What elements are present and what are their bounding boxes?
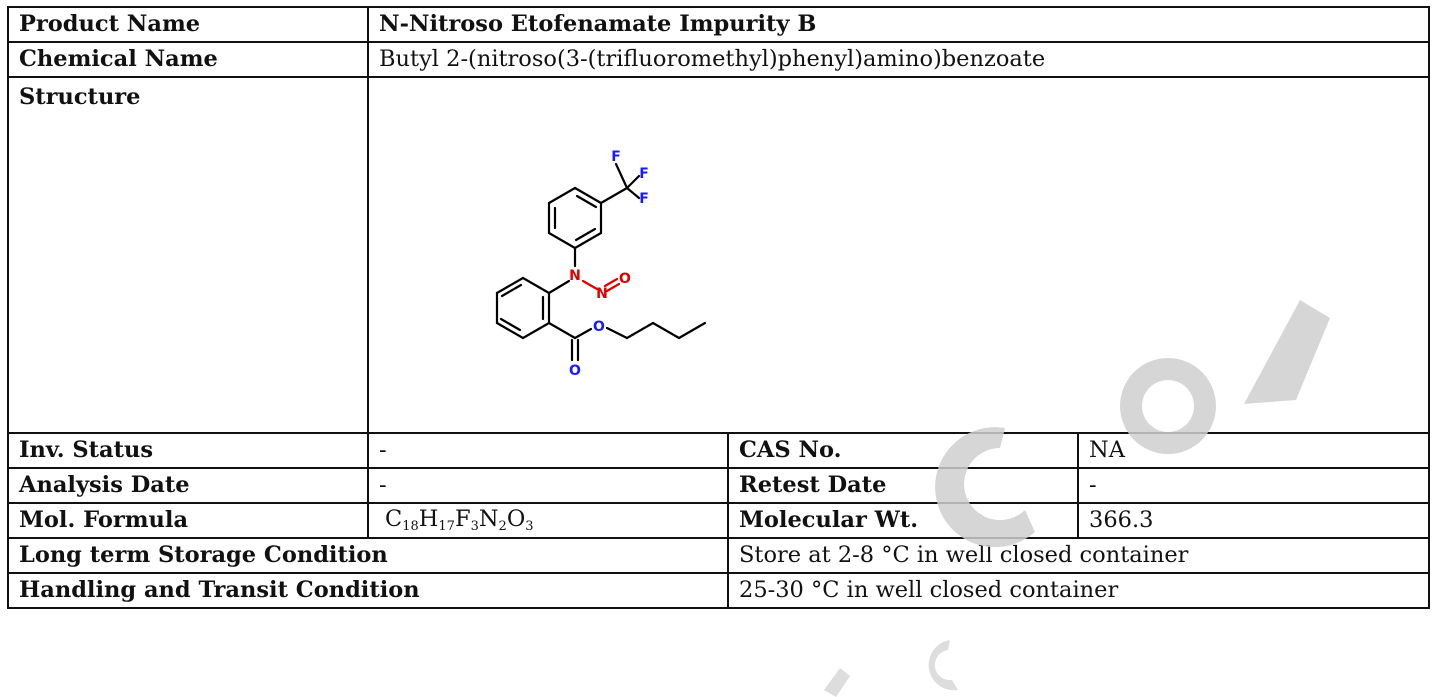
inv-status-row: Inv. Status - CAS No. NA <box>7 432 1430 469</box>
atom-fluorine-3: F <box>639 191 649 207</box>
product-name-value: N-Nitroso Etofenamate Impurity B <box>367 6 1430 43</box>
mol-formula-label: Mol. Formula <box>7 502 369 539</box>
structure-label: Structure <box>7 76 369 434</box>
chemical-name-label: Chemical Name <box>7 41 369 78</box>
atom-fluorine-2: F <box>639 166 649 182</box>
inv-status-label: Inv. Status <box>7 432 369 469</box>
cas-label: CAS No. <box>727 432 1079 469</box>
atom-oxygen-nitroso: O <box>619 271 631 287</box>
handling-row: Handling and Transit Condition 25-30 °C … <box>7 572 1430 609</box>
handling-condition-value: 25-30 °C in well closed container <box>727 572 1430 609</box>
retest-date-value: - <box>1077 467 1430 504</box>
mol-formula-value: C18H17F3N2O3 <box>367 502 729 539</box>
handling-condition-label: Handling and Transit Condition <box>7 572 729 609</box>
storage-row: Long term Storage Condition Store at 2-8… <box>7 537 1430 574</box>
formula-row: Mol. Formula C18H17F3N2O3 Molecular Wt. … <box>7 502 1430 539</box>
analysis-date-label: Analysis Date <box>7 467 369 504</box>
product-spec-table: Product Name N-Nitroso Etofenamate Impur… <box>7 6 1430 609</box>
chemical-structure-image: F F F N N O O O <box>495 149 707 379</box>
atom-nitrogen-amine: N <box>569 268 581 284</box>
chemical-name-row: Chemical Name Butyl 2-(nitroso(3-(triflu… <box>7 41 1430 78</box>
analysis-date-value: - <box>367 467 729 504</box>
atom-oxygen-carbonyl: O <box>569 363 581 379</box>
structure-cell: F F F N N O O O <box>367 76 1430 434</box>
product-name-row: Product Name N-Nitroso Etofenamate Impur… <box>7 6 1430 43</box>
structure-row: Structure <box>7 76 1430 434</box>
atom-oxygen-ester: O <box>593 319 605 335</box>
cas-value: NA <box>1077 432 1430 469</box>
analysis-date-row: Analysis Date - Retest Date - <box>7 467 1430 504</box>
molecular-weight-label: Molecular Wt. <box>727 502 1079 539</box>
chemical-name-value: Butyl 2-(nitroso(3-(trifluoromethyl)phen… <box>367 41 1430 78</box>
storage-condition-value: Store at 2-8 °C in well closed container <box>727 537 1430 574</box>
molecular-weight-value: 366.3 <box>1077 502 1430 539</box>
storage-condition-label: Long term Storage Condition <box>7 537 729 574</box>
atom-nitrogen-nitroso: N <box>596 286 608 302</box>
atom-fluorine-1: F <box>611 149 621 165</box>
product-name-label: Product Name <box>7 6 369 43</box>
inv-status-value: - <box>367 432 729 469</box>
retest-date-label: Retest Date <box>727 467 1079 504</box>
